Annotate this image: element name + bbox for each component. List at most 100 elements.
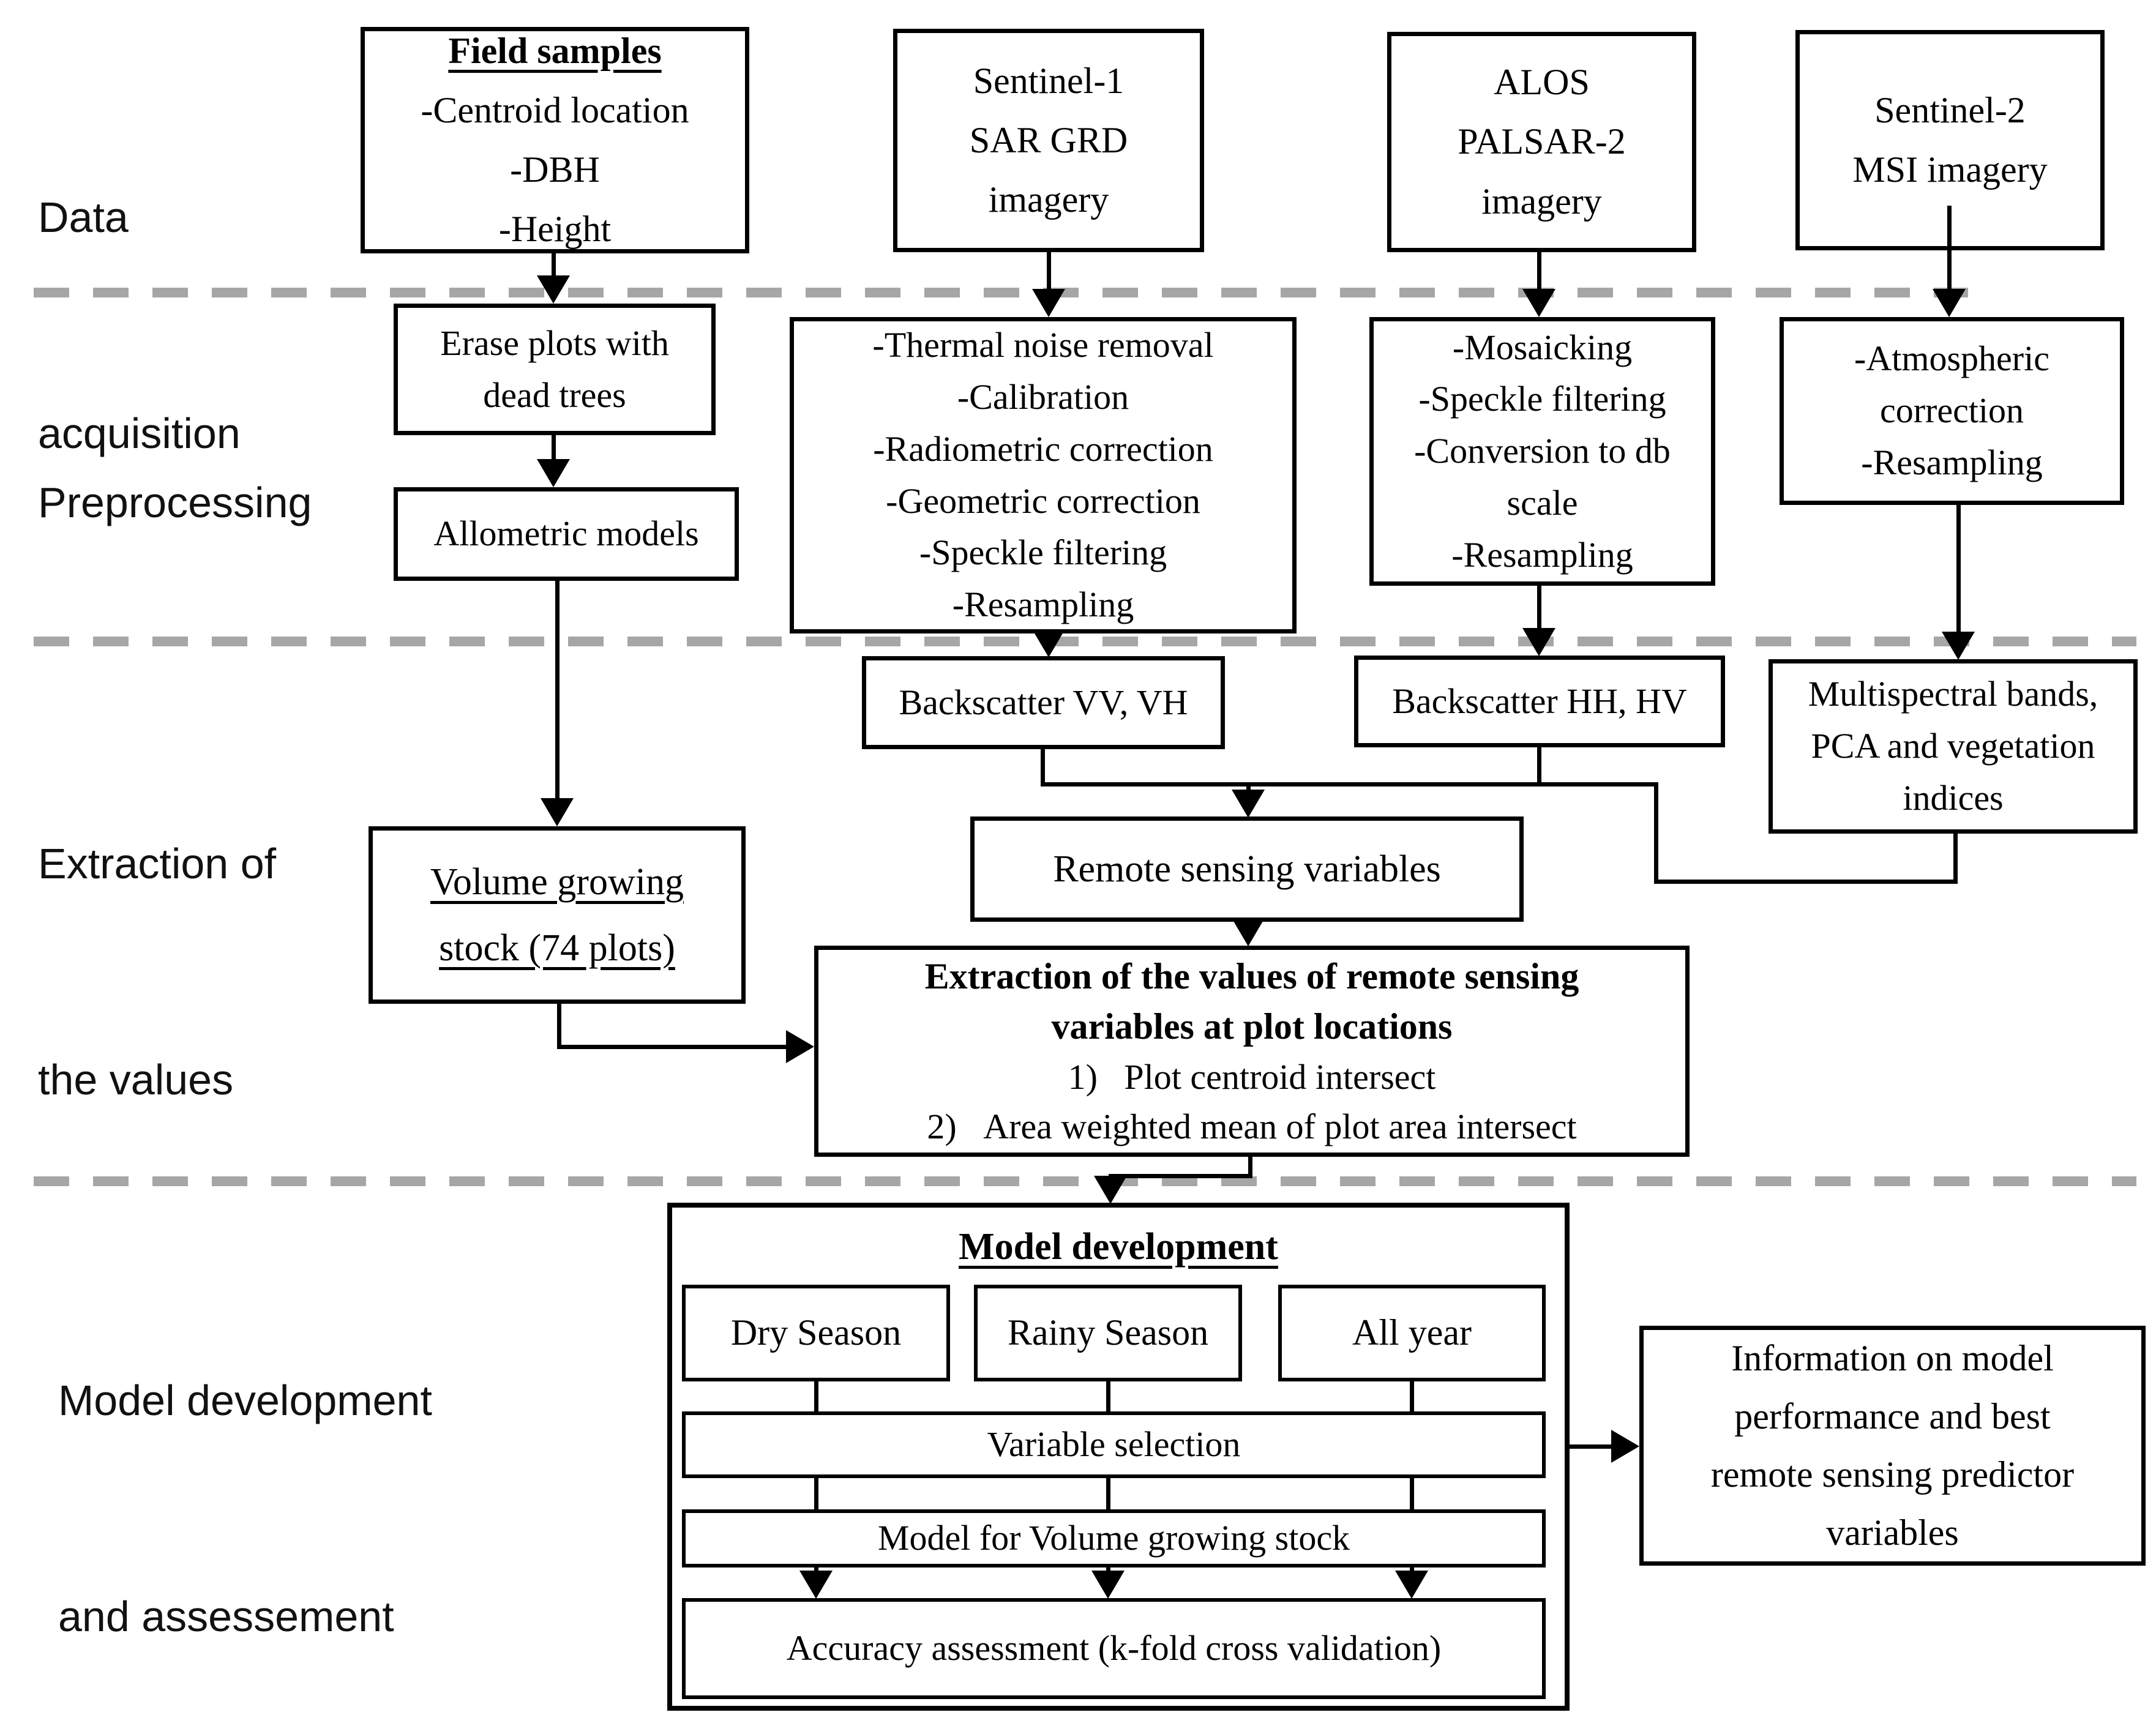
volume-stock-line: Volume growing (430, 861, 684, 903)
arrowhead-sentinel1-preproc (1032, 289, 1065, 317)
connector-vs-model (1106, 1478, 1110, 1511)
variable-selection-line: Variable selection (987, 1424, 1241, 1465)
alos-line: ALOS (1494, 62, 1590, 103)
connector-model-accuracy (814, 1564, 818, 1575)
alos-preproc-line: -Mosaicking (1452, 327, 1633, 367)
connector-model-accuracy (1106, 1564, 1110, 1575)
dashed-separator-3 (34, 1176, 2136, 1186)
arrowhead-model-accuracy (1091, 1571, 1125, 1599)
arrowhead-rsv-extraction (1232, 918, 1265, 946)
field-samples-title: Field samples (448, 30, 662, 71)
connector-vs-model (814, 1478, 818, 1511)
arrowhead-volume-extraction (786, 1030, 814, 1063)
label-line: Model development (58, 1377, 432, 1425)
variable-selection-box: Variable selection (682, 1411, 1546, 1478)
erase-plots-line: dead trees (483, 375, 626, 415)
s2-preproc-line: correction (1879, 390, 2024, 431)
backscatter-vv-box: Backscatter VV, VH (862, 656, 1225, 749)
arrowhead-alospreproc-backscatterhh (1522, 628, 1555, 656)
sentinel1-preproc-box: -Thermal noise removal -Calibration -Rad… (790, 317, 1297, 633)
dashed-separator-2 (34, 637, 2136, 646)
model-vgs-box: Model for Volume growing stock (682, 1509, 1546, 1567)
label-line: the values (38, 1055, 234, 1104)
label-line: and assessement (58, 1592, 394, 1640)
field-samples-line: -Height (498, 209, 612, 250)
arrowhead-erase-allometric (537, 459, 570, 487)
all-year-line: All year (1352, 1312, 1472, 1353)
arrowhead-model-accuracy (799, 1571, 833, 1599)
info-box: Information on model performance and bes… (1639, 1326, 2146, 1566)
connector-allyear-vs (1410, 1381, 1414, 1413)
section-label-preprocessing: Preprocessing (38, 323, 312, 683)
arrowhead-s2preproc-multispectral (1942, 632, 1975, 660)
connector-vs-model (1410, 1478, 1414, 1511)
model-development-title: Model development (959, 1226, 1278, 1268)
arrowhead-container-info (1611, 1430, 1639, 1463)
sentinel2-line: Sentinel-2 (1874, 89, 2026, 130)
connector-rainy-vs (1106, 1381, 1110, 1413)
connector-bus-line (1041, 782, 1658, 787)
s1-preproc-line: -Radiometric correction (873, 428, 1213, 469)
alos-preproc-line: scale (1507, 482, 1578, 523)
section-label-model-development: Model development and assessement (58, 1221, 432, 1715)
remote-sensing-variables-box: Remote sensing variables (970, 816, 1524, 922)
extraction-item: 1) Plot centroid intersect (1068, 1057, 1436, 1097)
info-line: performance and best (1734, 1396, 2051, 1437)
arrowhead-s1preproc-backscattervv (1032, 629, 1065, 657)
multispectral-box: Multispectral bands, PCA and vegetation … (1769, 659, 2138, 834)
label-line: acquisition (38, 409, 241, 457)
connector-container-info (1567, 1444, 1615, 1449)
alos-line: imagery (1481, 181, 1602, 222)
rainy-season-box: Rainy Season (974, 1285, 1242, 1381)
allometric-line: Allometric models (433, 514, 699, 554)
connector-fieldsamples-erase (552, 253, 556, 278)
connector-alospreproc-backscatterhh (1537, 586, 1541, 630)
field-samples-line: -DBH (510, 149, 600, 190)
connector-multispectral-down (1953, 834, 1958, 884)
connector-sentinel1-preproc (1047, 252, 1051, 291)
sentinel1-line: Sentinel-1 (973, 60, 1125, 101)
allometric-box: Allometric models (394, 487, 739, 581)
sentinel2-preproc-box: -Atmospheric correction -Resampling (1780, 317, 2124, 505)
connector-multispectral-horizontal (1654, 880, 1958, 884)
sentinel1-line: imagery (988, 179, 1109, 220)
s1-preproc-line: -Thermal noise removal (872, 325, 1214, 365)
arrowhead-allometric-volume (541, 798, 574, 826)
label-line: Extraction of (38, 840, 277, 888)
rainy-season-line: Rainy Season (1007, 1312, 1209, 1353)
s2-preproc-line: -Atmospheric (1854, 338, 2049, 379)
s1-preproc-line: -Resampling (952, 584, 1134, 624)
connector-hh-stub (1537, 747, 1541, 787)
connector-erase-allometric (552, 435, 556, 461)
alos-preproc-line: -Conversion to db (1414, 431, 1671, 471)
info-line: variables (1826, 1512, 1959, 1553)
backscatter-hh-box: Backscatter HH, HV (1354, 656, 1725, 747)
alos-preproc-box: -Mosaicking -Speckle filtering -Conversi… (1369, 317, 1715, 586)
connector-s2preproc-multispectral (1956, 505, 1961, 633)
sentinel1-line: SAR GRD (969, 119, 1128, 160)
connector-multispectral-up (1654, 782, 1658, 884)
connector-volume-right (557, 1045, 788, 1049)
label-line: Data (38, 193, 129, 242)
arrowhead-extraction-container (1094, 1176, 1127, 1204)
connector-model-accuracy (1410, 1564, 1414, 1575)
all-year-box: All year (1278, 1285, 1546, 1381)
remote-sensing-line: Remote sensing variables (1053, 848, 1441, 890)
s2-preproc-line: -Resampling (1861, 442, 2043, 482)
arrowhead-bus-rsv (1232, 790, 1265, 818)
connector-sentinel2-preproc (1947, 206, 1952, 291)
volume-growing-stock-box: Volume growing stock (74 plots) (369, 826, 746, 1004)
backscatter-vv-line: Backscatter VV, VH (899, 682, 1188, 722)
info-line: remote sensing predictor (1710, 1454, 2075, 1495)
dashed-separator-1 (34, 288, 1968, 297)
arrowhead-fieldsamples-erase (537, 275, 570, 304)
connector-volume-down (557, 1004, 561, 1049)
extraction-title-line: Extraction of the values of remote sensi… (924, 955, 1579, 996)
extraction-item: 2) Area weighted mean of plot area inter… (927, 1107, 1577, 1147)
connector-vv-stub (1041, 749, 1045, 787)
multispectral-line: PCA and vegetation (1811, 726, 2095, 766)
erase-plots-line: Erase plots with (440, 323, 669, 363)
multispectral-line: Multispectral bands, (1808, 674, 2098, 714)
backscatter-hh-line: Backscatter HH, HV (1392, 681, 1687, 721)
